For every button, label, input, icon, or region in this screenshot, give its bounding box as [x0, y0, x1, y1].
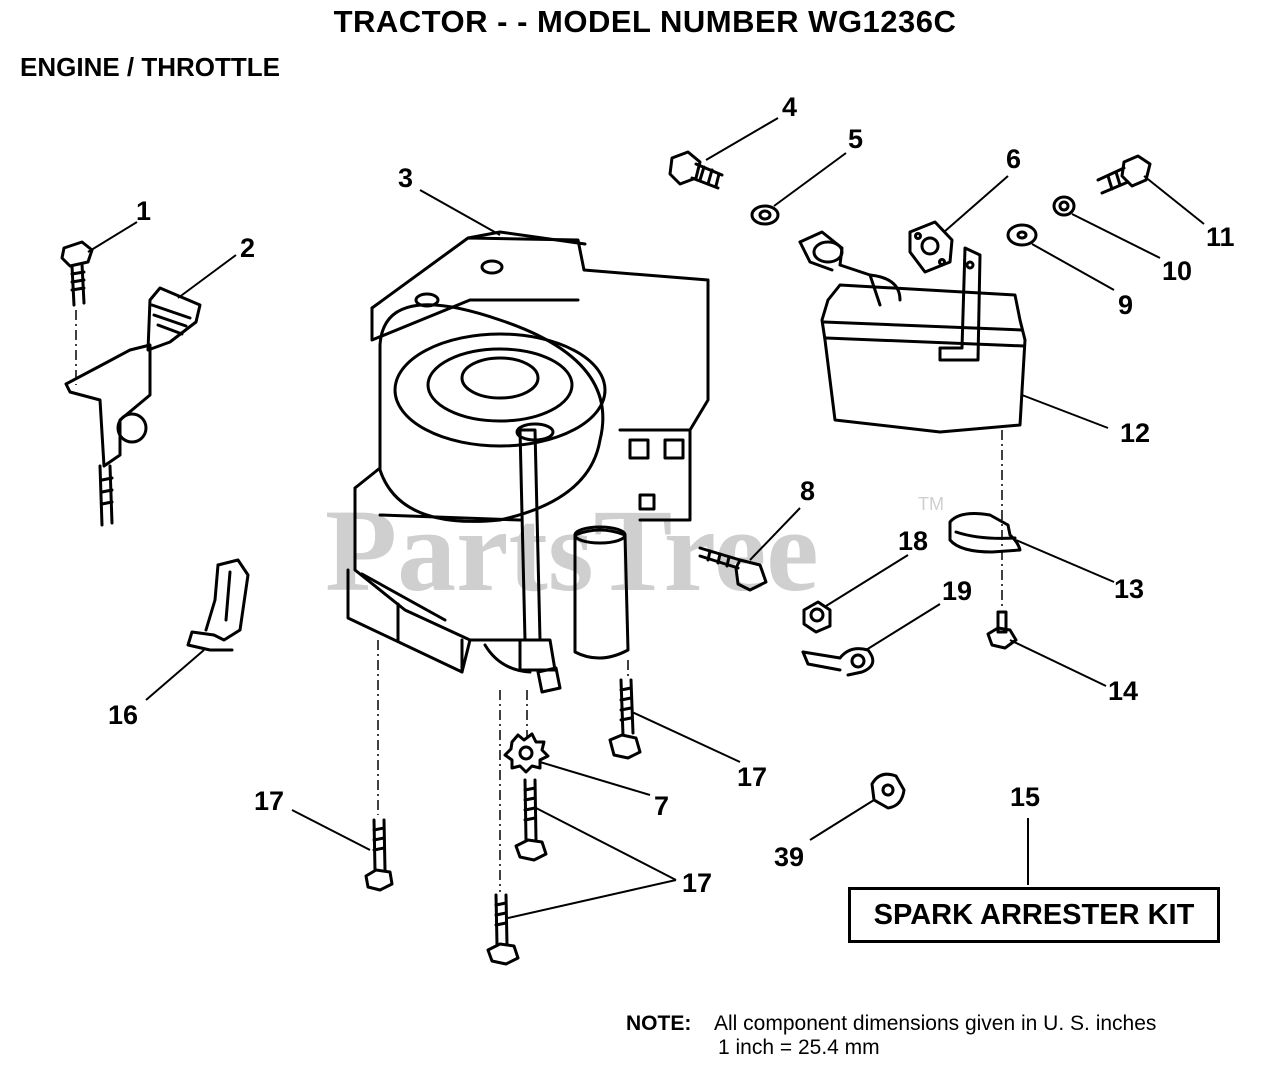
- washer-10-part[interactable]: [1052, 195, 1076, 217]
- bolt-4-part[interactable]: [668, 150, 724, 190]
- leader-line-7: [539, 761, 651, 796]
- callout-5: 5: [848, 124, 863, 154]
- note-line-1: All component dimensions given in U. S. …: [714, 1012, 1157, 1035]
- washer-5-part[interactable]: [750, 204, 780, 226]
- callout-8: 8: [800, 476, 815, 506]
- nut-39-part[interactable]: [870, 772, 906, 810]
- callout-6: 6: [1006, 144, 1021, 174]
- leader-line-17c-upper: [535, 807, 677, 881]
- note-line-2: 1 inch = 25.4 mm: [718, 1036, 880, 1059]
- callout-12: 12: [1120, 418, 1150, 448]
- callout-14: 14: [1108, 676, 1138, 706]
- lockwasher-7-part[interactable]: [503, 732, 550, 774]
- leader-line-3: [419, 189, 501, 236]
- leader-line-11: [1143, 175, 1205, 225]
- bolt-11-part[interactable]: [1096, 154, 1152, 195]
- diagram-title: TRACTOR - - MODEL NUMBER WG1236C: [333, 4, 957, 39]
- leader-line-1: [87, 221, 138, 253]
- leader-line-2: [177, 254, 237, 299]
- callout-16: 16: [108, 700, 138, 730]
- muffler-12-part[interactable]: [798, 230, 1027, 434]
- bolt-17-part[interactable]: [608, 678, 642, 760]
- callout-19: 19: [942, 576, 972, 606]
- watermark-text: PartsTree: [325, 485, 819, 616]
- bolt-8-part[interactable]: [698, 546, 768, 592]
- bolt-1-part[interactable]: [60, 240, 94, 307]
- callout-4: 4: [782, 92, 797, 122]
- throttle-control-part[interactable]: [64, 286, 202, 527]
- nut-18-part[interactable]: [802, 600, 832, 634]
- leader-line-18: [825, 554, 909, 607]
- watermark-trademark: TM: [918, 494, 944, 514]
- callout-9: 9: [1118, 290, 1133, 320]
- leader-line-9: [1031, 243, 1115, 291]
- clamp-19-part[interactable]: [801, 647, 875, 677]
- leader-line-10: [1071, 213, 1161, 259]
- leader-line-17a: [291, 809, 371, 851]
- callout-39: 39: [774, 842, 804, 872]
- dimension-note: NOTE: All component dimensions given in U…: [626, 1012, 1156, 1060]
- callout-3: 3: [398, 163, 413, 193]
- leader-line-19: [865, 603, 941, 651]
- leader-line-39: [809, 799, 875, 841]
- washer-9-part[interactable]: [1006, 223, 1038, 247]
- callout-17b: 17: [737, 762, 767, 792]
- leader-line-17b: [631, 711, 741, 763]
- spark-arrester-kit-box[interactable]: SPARK ARRESTER KIT: [848, 887, 1220, 943]
- callout-13: 13: [1114, 574, 1144, 604]
- callout-15: 15: [1010, 782, 1040, 812]
- bolt-17-bottom-part[interactable]: [486, 893, 520, 966]
- engine-part[interactable]: [346, 230, 710, 694]
- leader-line-14: [1009, 639, 1107, 687]
- screw-14-part[interactable]: [986, 610, 1018, 650]
- section-subtitle: ENGINE / THROTTLE: [20, 52, 280, 82]
- leader-line-12: [1021, 394, 1109, 429]
- leader-line-16: [145, 649, 205, 701]
- callout-18: 18: [898, 526, 928, 556]
- callout-11: 11: [1206, 222, 1235, 252]
- clip-13-part[interactable]: [948, 512, 1022, 554]
- gasket-6-part[interactable]: [908, 220, 954, 274]
- bracket-16-part[interactable]: [186, 558, 250, 652]
- leader-line-5: [773, 152, 847, 207]
- callout-2: 2: [240, 233, 255, 263]
- callout-1: 1: [136, 196, 151, 226]
- leader-line-4: [705, 117, 779, 161]
- leader-line-17c-lower: [507, 879, 677, 919]
- callout-17a: 17: [254, 786, 284, 816]
- callout-7: 7: [654, 791, 669, 821]
- bolt-17-lower-part[interactable]: [364, 818, 394, 892]
- bolt-17-mid-part[interactable]: [514, 778, 548, 862]
- callout-17c: 17: [682, 868, 712, 898]
- callout-10: 10: [1162, 256, 1192, 286]
- note-heading: NOTE:: [626, 1012, 692, 1035]
- leader-line-8: [749, 507, 801, 561]
- spark-arrester-kit-label: SPARK ARRESTER KIT: [873, 898, 1195, 931]
- leader-line-6: [943, 175, 1009, 233]
- leader-line-13: [1015, 539, 1115, 583]
